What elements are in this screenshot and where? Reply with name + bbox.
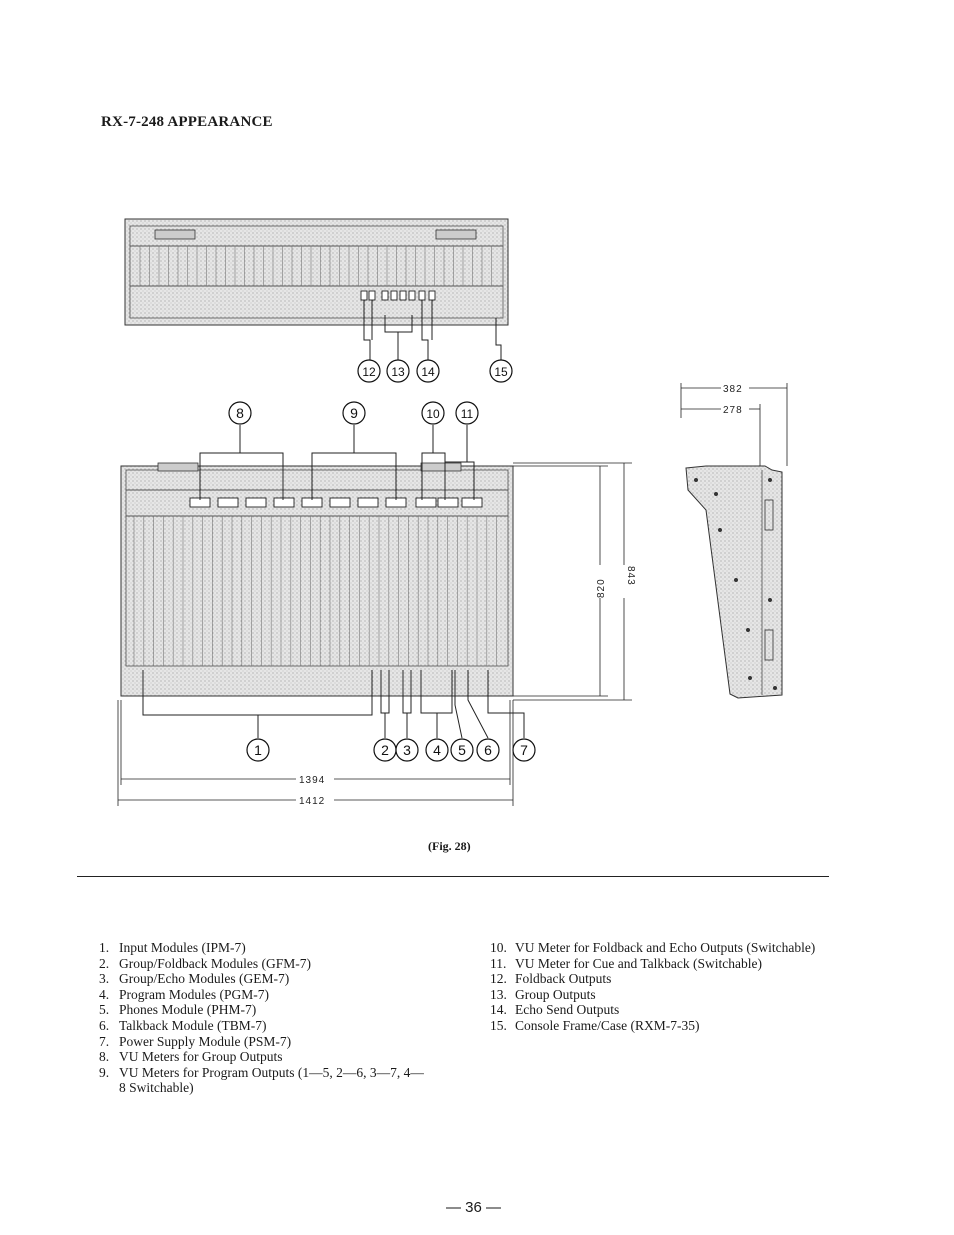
legend-item: 12. Foldback Outputs	[490, 971, 820, 987]
callout-label: 13	[391, 365, 405, 379]
legend-item-text: Group/Echo Modules (GEM-7)	[119, 971, 290, 987]
callout-label: 1	[254, 742, 262, 758]
dim-height-outer: 843	[625, 566, 636, 586]
callout-label: 2	[381, 742, 389, 758]
dim-depth-outer: 382	[723, 384, 743, 395]
dim-depth-inner: 278	[723, 405, 743, 416]
callout-circle	[386, 359, 410, 383]
legend-item: 4. Program Modules (PGM-7)	[99, 987, 429, 1003]
callout-label: 9	[350, 405, 358, 421]
legend-list-right: 10. VU Meter for Foldback and Echo Output…	[490, 940, 820, 1034]
rear-view	[124, 218, 509, 326]
legend-item-number: 14.	[490, 1002, 507, 1018]
legend-item-number: 3.	[99, 971, 110, 987]
height-dimension-lines	[513, 462, 632, 701]
callout-circle	[425, 738, 449, 762]
legend-item-text: Group Outputs	[515, 986, 596, 1002]
legend-item-number: 13.	[490, 986, 507, 1002]
callout-label: 10	[426, 407, 440, 421]
legend-item-number: 8.	[99, 1049, 110, 1065]
callout-label: 8	[236, 405, 244, 421]
callout-label: 11	[461, 407, 474, 421]
dim-height-inner: 820	[596, 578, 607, 598]
callout-label: 15	[494, 365, 508, 379]
legend-item-text: Console Frame/Case (RXM-7-35)	[515, 1017, 700, 1033]
callout-circle	[246, 738, 270, 762]
legend-item: 1. Input Modules (IPM-7)	[99, 940, 429, 956]
legend-item: 15. Console Frame/Case (RXM-7-35)	[490, 1018, 820, 1034]
callout-label: 7	[520, 742, 528, 758]
front-view	[120, 462, 514, 697]
horizontal-rule	[77, 876, 829, 877]
legend-item-text: VU Meter for Cue and Talkback (Switchabl…	[515, 955, 762, 971]
callout-circle	[395, 738, 419, 762]
callout-circle	[476, 738, 500, 762]
legend-item-number: 4.	[99, 986, 110, 1002]
callout-label: 5	[458, 742, 466, 758]
legend-item-number: 6.	[99, 1017, 110, 1033]
callout-label: 3	[403, 742, 411, 758]
legend-item: 2. Group/Foldback Modules (GFM-7)	[99, 956, 429, 972]
legend-item: 9. VU Meters for Program Outputs (1—5, 2—…	[99, 1065, 429, 1096]
legend-item-text: Power Supply Module (PSM-7)	[119, 1033, 292, 1049]
legend-item-text: Program Modules (PGM-7)	[119, 986, 269, 1002]
legend-item-text: Group/Foldback Modules (GFM-7)	[119, 955, 311, 971]
legend-item-text: VU Meters for Group Outputs	[119, 1049, 283, 1065]
legend-item: 11. VU Meter for Cue and Talkback (Switch…	[490, 956, 820, 972]
callout-circle	[357, 359, 381, 383]
callout-label: 14	[421, 365, 435, 379]
legend-item-number: 2.	[99, 955, 110, 971]
dim-width-outer: 1412	[299, 796, 325, 807]
legend-item: 6. Talkback Module (TBM-7)	[99, 1018, 429, 1034]
legend-item: 5. Phones Module (PHM-7)	[99, 1002, 429, 1018]
callout-label: 6	[484, 742, 492, 758]
callout-circle	[489, 359, 513, 383]
callout-circle	[512, 738, 536, 762]
legend-list-left: 1. Input Modules (IPM-7) 2. Group/Foldback …	[99, 940, 429, 1096]
callout-circle	[455, 401, 479, 425]
legend-item-number: 15.	[490, 1017, 507, 1033]
callout-circle	[342, 401, 366, 425]
legend-item-number: 11.	[490, 955, 507, 971]
legend-item-number: 12.	[490, 971, 507, 987]
width-dimension-lines	[117, 700, 514, 806]
legend-item-number: 1.	[99, 940, 110, 955]
side-view	[685, 465, 783, 699]
page-title: RX-7-248 APPEARANCE	[101, 114, 273, 130]
callout-circle	[450, 738, 474, 762]
legend-item: 3. Group/Echo Modules (GEM-7)	[99, 971, 429, 987]
legend-item-text: Input Modules (IPM-7)	[119, 940, 246, 955]
callout-circle	[228, 401, 252, 425]
legend-item-number: 5.	[99, 1002, 110, 1018]
legend-item-text: Echo Send Outputs	[515, 1002, 620, 1018]
legend-item: 13. Group Outputs	[490, 987, 820, 1003]
dim-width-inner: 1394	[299, 775, 325, 786]
depth-dimension-lines	[680, 383, 788, 466]
legend-item-text: Phones Module (PHM-7)	[119, 1002, 257, 1018]
front-leaders	[142, 425, 525, 739]
legend-item: 8. VU Meters for Group Outputs	[99, 1049, 429, 1065]
callout-circle	[421, 401, 445, 425]
legend-item-number: 9.	[99, 1064, 110, 1080]
rear-leaders	[363, 300, 502, 360]
legend-item: 7. Power Supply Module (PSM-7)	[99, 1034, 429, 1050]
legend-item: 10. VU Meter for Foldback and Echo Output…	[490, 940, 820, 956]
page-number: — 36 —	[446, 1199, 502, 1216]
figure-caption: (Fig. 28)	[428, 839, 471, 853]
legend-item-number: 7.	[99, 1033, 110, 1049]
legend-item-text: VU Meters for Program Outputs (1—5, 2—6,…	[119, 1064, 424, 1096]
legend-item-text: VU Meter for Foldback and Echo Outputs (…	[515, 940, 816, 955]
legend-item-number: 10.	[490, 940, 507, 955]
legend-item-text: Foldback Outputs	[515, 971, 612, 987]
console-drawing: 1394 1412 820 843 382 27	[117, 218, 788, 807]
callout-label: 4	[433, 742, 441, 758]
callout-circle	[416, 359, 440, 383]
legend-item: 14. Echo Send Outputs	[490, 1002, 820, 1018]
callout-label: 12	[362, 365, 376, 379]
legend-item-text: Talkback Module (TBM-7)	[119, 1017, 267, 1033]
